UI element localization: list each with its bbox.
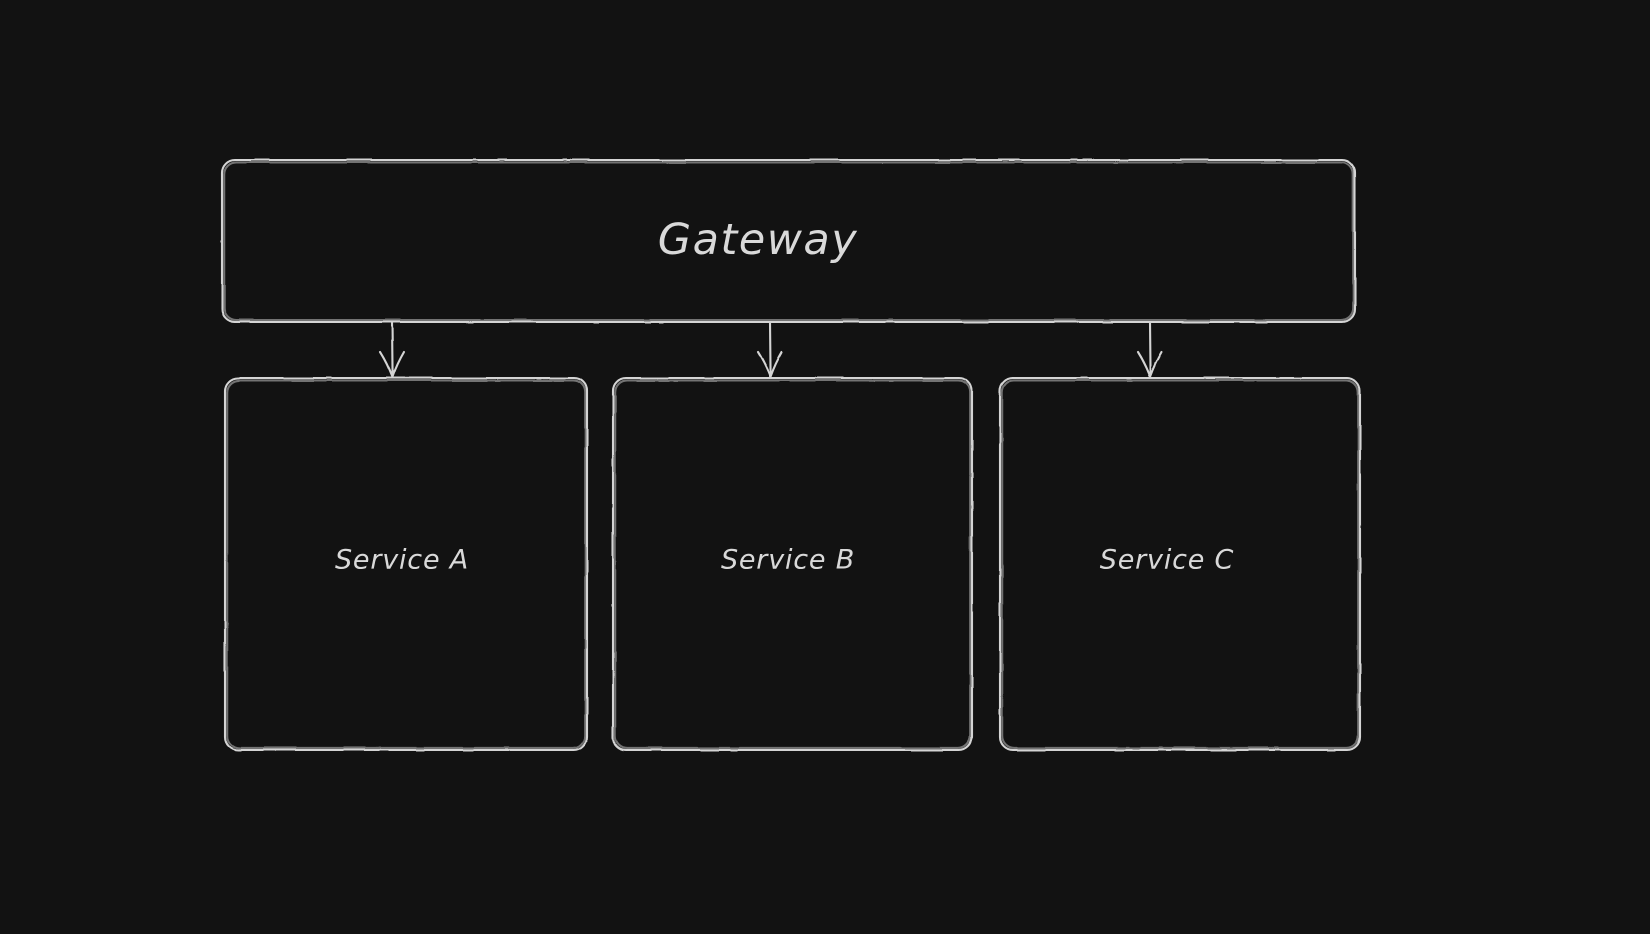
node-gateway-label: Gateway [657, 215, 859, 265]
node-service-b-shape[interactable] [611, 376, 974, 752]
edge-gateway-to-service-c[interactable] [1136, 320, 1164, 379]
edge-gateway-to-service-a[interactable] [378, 320, 406, 379]
node-service-c-shape[interactable] [998, 376, 1362, 752]
node-service-c-label: Service C [1099, 544, 1235, 576]
node-service-a-shape[interactable] [223, 376, 589, 752]
node-gateway-shape[interactable] [220, 158, 1357, 324]
node-service-b-label: Service B [720, 544, 856, 576]
node-service-a-label: Service A [334, 544, 470, 576]
edge-gateway-to-service-b[interactable] [756, 320, 784, 379]
